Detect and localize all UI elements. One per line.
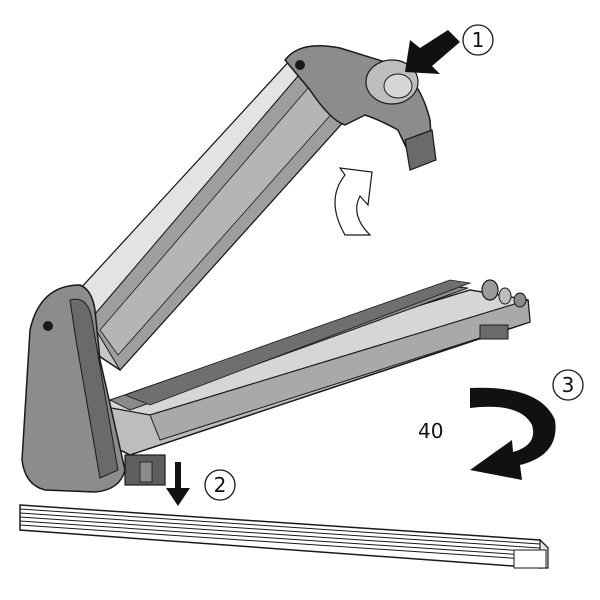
end-screw xyxy=(481,279,527,308)
curved-open-arrow-icon xyxy=(334,167,373,236)
base-arm xyxy=(94,279,531,486)
step-2-label: 2 xyxy=(214,473,227,497)
step-3-label: 3 xyxy=(562,373,575,397)
upper-arm xyxy=(69,54,356,371)
rotate-arrow-icon xyxy=(470,387,556,480)
step-3-marker: 3 xyxy=(552,369,584,401)
roof-bar xyxy=(19,504,549,569)
step-1-label: 1 xyxy=(472,28,485,52)
hinge-pin xyxy=(43,321,53,331)
step-2-marker: 2 xyxy=(204,469,236,501)
hinge-pin xyxy=(295,60,305,70)
top-housing xyxy=(284,45,437,171)
torque-value: 40 xyxy=(418,419,443,443)
step-1-marker: 1 xyxy=(462,24,494,56)
bottom-housing xyxy=(21,284,126,493)
down-arrow-icon xyxy=(166,462,190,506)
push-arrow-icon xyxy=(405,30,460,74)
